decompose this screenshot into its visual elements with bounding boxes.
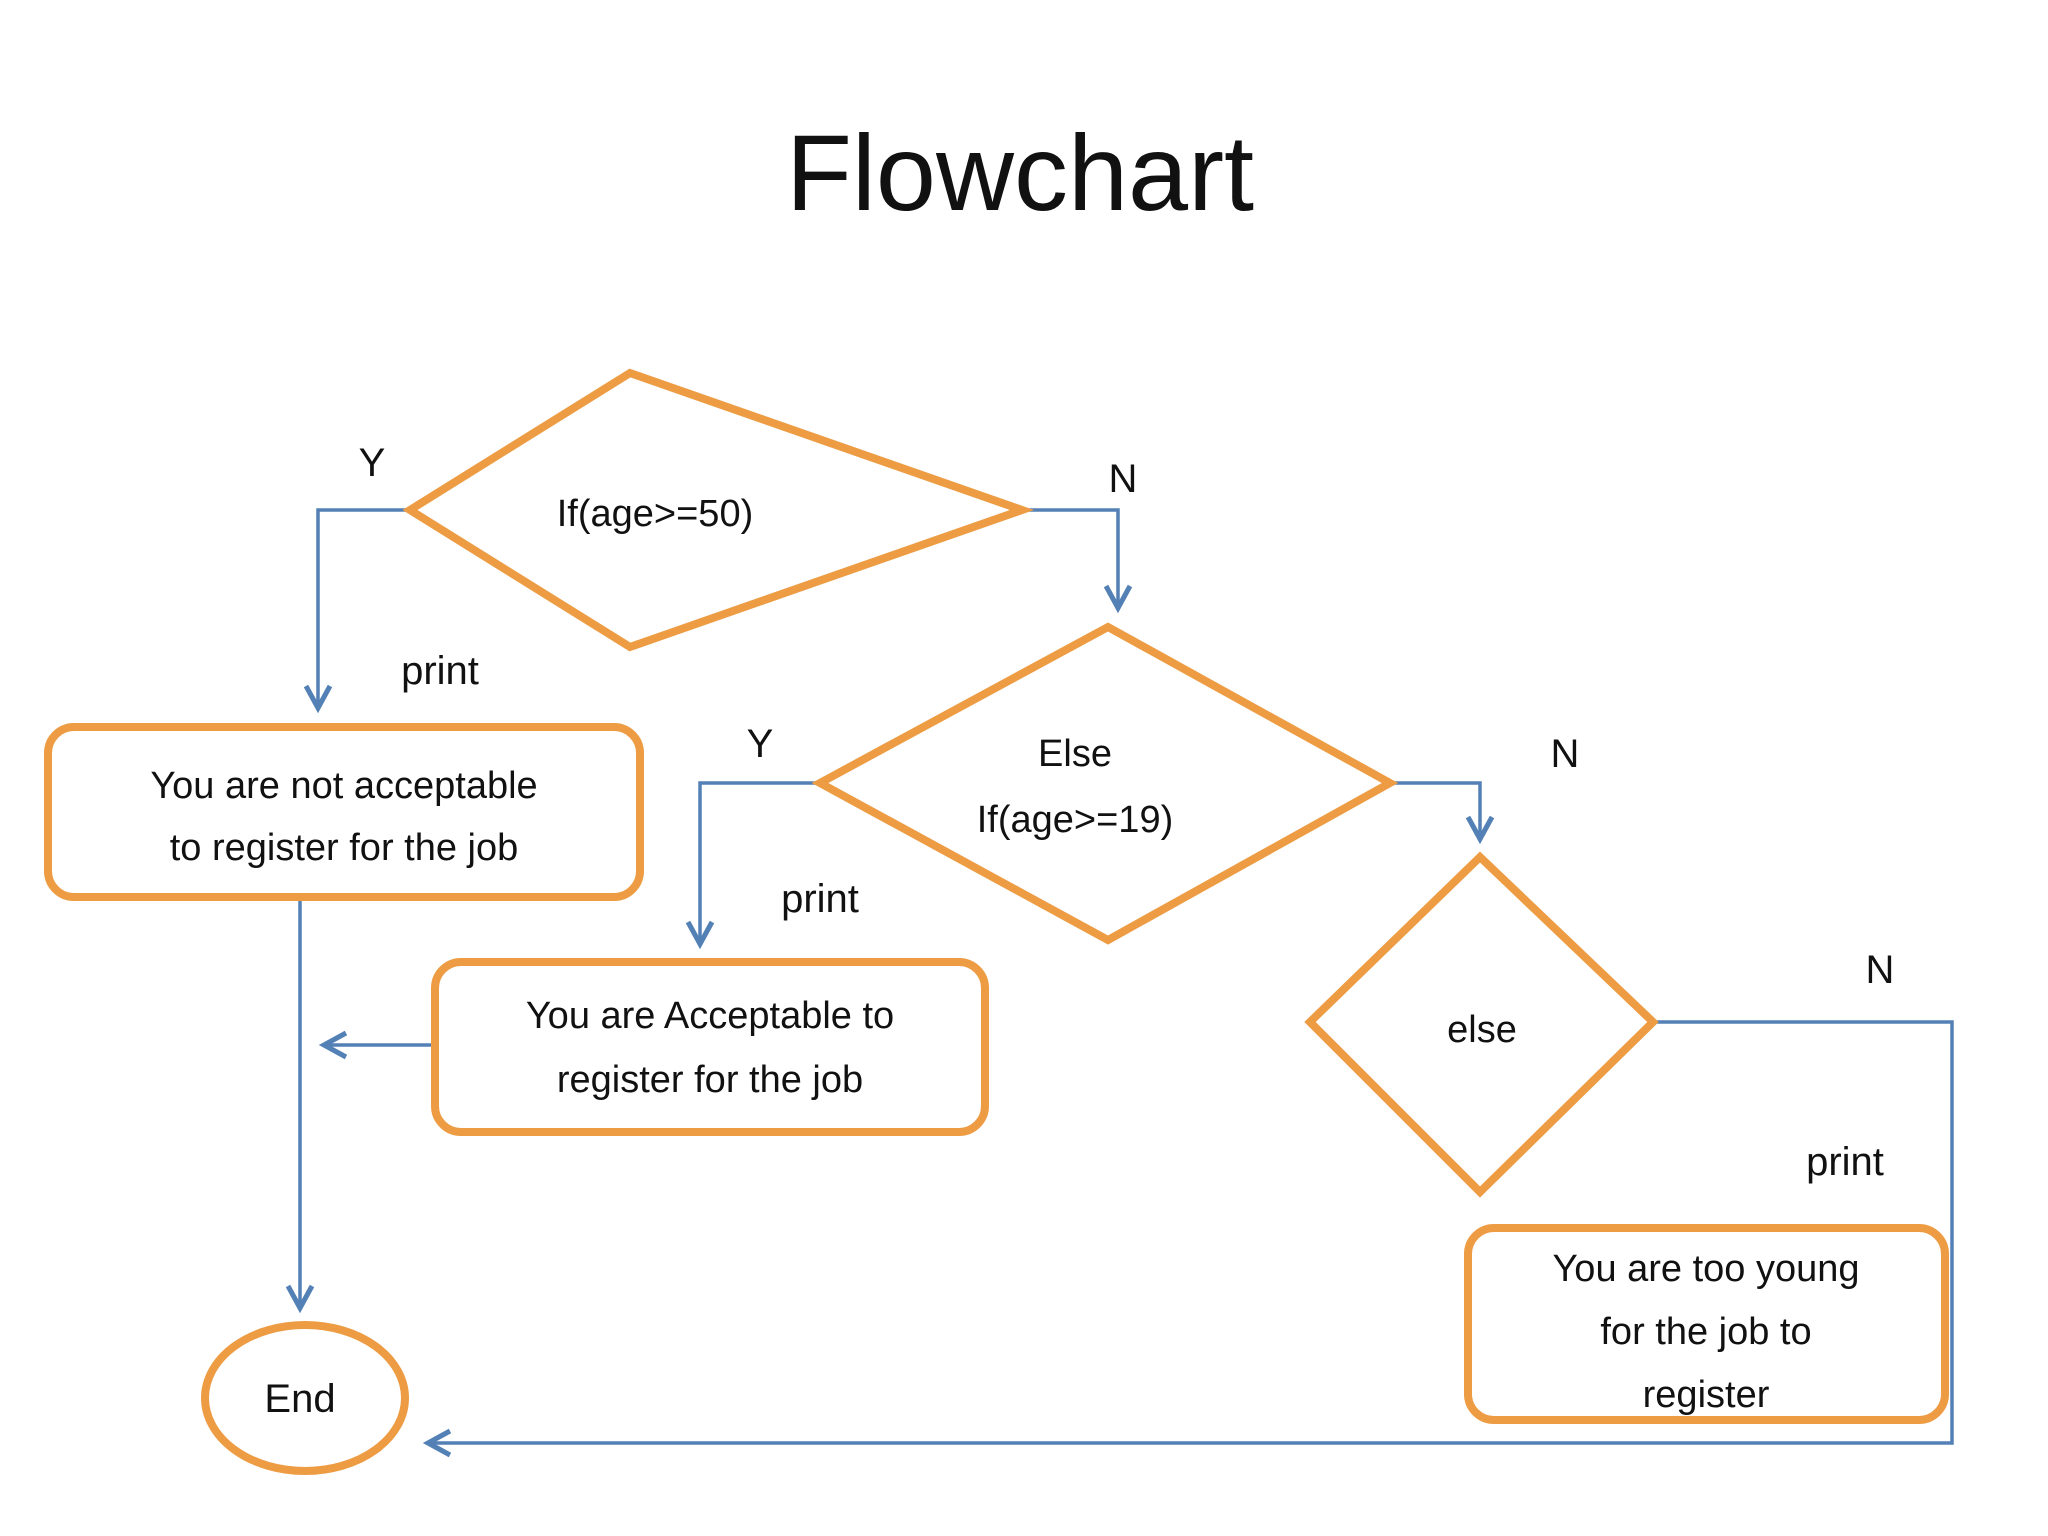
page-title: Flowchart <box>786 112 1254 233</box>
process-too-young <box>1464 1224 1949 1424</box>
process-too-young-line1: You are too young <box>1552 1248 1859 1290</box>
decision-age-19 <box>811 622 1399 945</box>
label-d2-print: print <box>781 877 859 921</box>
decision-age-19-label-line1: Else <box>1038 733 1112 775</box>
label-d2-no: N <box>1551 732 1580 776</box>
decision-age-50 <box>402 368 1035 652</box>
terminator-end-label: End <box>264 1377 335 1421</box>
label-d3-print: print <box>1806 1140 1884 1184</box>
process-too-young-line2: for the job to <box>1600 1311 1811 1353</box>
process-not-acceptable-line1: You are not acceptable <box>150 765 537 807</box>
process-acceptable-line2: register for the job <box>557 1059 863 1101</box>
label-d3-no: N <box>1866 948 1895 992</box>
connector-d3-no-to-end <box>422 1020 1954 1458</box>
label-d1-print: print <box>401 649 479 693</box>
connector-d2-no <box>1390 781 1495 845</box>
decision-age-50-label: If(age>=50) <box>557 493 753 535</box>
connector-d1-no <box>1022 508 1133 614</box>
process-acceptable-line1: You are Acceptable to <box>526 995 894 1037</box>
connector-d2-yes <box>685 781 820 950</box>
process-not-acceptable <box>44 723 644 901</box>
connector-d1-yes <box>303 508 410 714</box>
label-d1-yes: Y <box>359 441 386 485</box>
decision-else <box>1304 851 1659 1198</box>
process-acceptable <box>431 958 989 1136</box>
process-too-young-line3: register <box>1643 1374 1770 1416</box>
process-not-acceptable-line2: to register for the job <box>170 827 519 869</box>
terminator-end <box>201 1321 409 1475</box>
label-d2-yes: Y <box>747 722 774 766</box>
decision-else-label: else <box>1447 1009 1517 1051</box>
decision-age-19-label-line2: If(age>=19) <box>977 799 1173 841</box>
label-d1-no: N <box>1109 457 1138 501</box>
